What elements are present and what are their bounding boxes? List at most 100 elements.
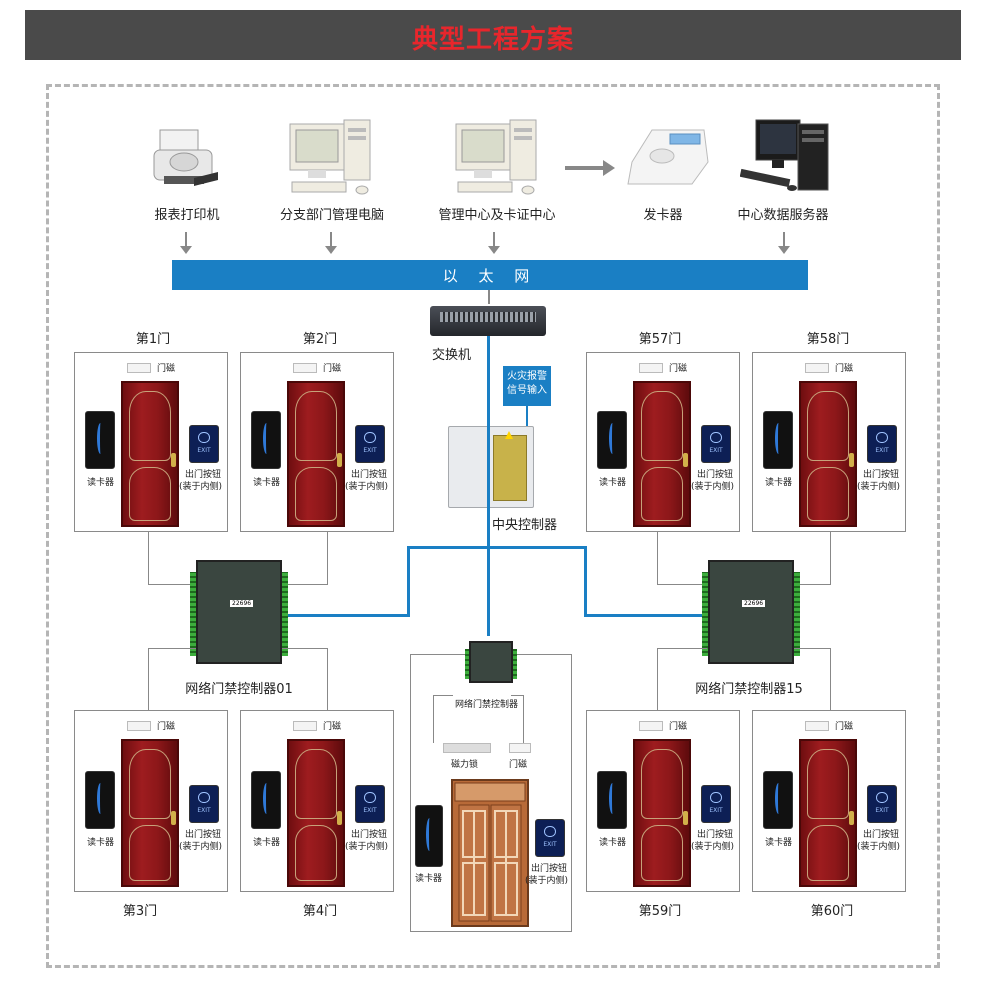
wire: [657, 584, 707, 585]
door-60-panel: 门磁 读卡器 EXIT 出门按钮 (装于内侧): [752, 710, 906, 892]
network-switch-icon: [430, 306, 546, 336]
diagram-frame: [46, 84, 940, 968]
wire: [282, 584, 328, 585]
exit-button-note: (装于内侧): [179, 482, 223, 492]
branch-pc-icon: [282, 118, 382, 198]
wire: [830, 648, 831, 710]
printer-icon: [150, 122, 222, 194]
magnet-label: 门磁: [157, 722, 176, 732]
exit-button-icon: EXIT: [189, 425, 219, 463]
door-1-panel: 门磁 读卡器 EXIT 出门按钮 (装于内侧): [74, 352, 228, 532]
fire-alarm-link: [526, 406, 528, 428]
reader-label: 读卡器: [599, 478, 627, 488]
exit-button-label: 出门按钮: [185, 470, 222, 480]
door-59-label: 第59门: [638, 904, 682, 919]
wire: [657, 532, 658, 584]
wire: [830, 532, 831, 584]
door-59-panel: 门磁 读卡器 EXIT 出门按钮 (装于内侧): [586, 710, 740, 892]
ethernet-bar: 以 太 网: [172, 260, 808, 290]
magnet-label: 门磁: [157, 364, 176, 374]
door-icon: [121, 381, 179, 527]
exit-button-label: 出门按钮: [863, 470, 900, 480]
exit-button-note: (装于内侧): [691, 482, 735, 492]
center-reader-label: 读卡器: [415, 874, 443, 884]
arrow-shaft: [783, 232, 785, 246]
exit-button-icon: EXIT: [701, 425, 731, 463]
wire: [148, 648, 149, 710]
door-icon: [633, 381, 691, 527]
door-57-panel: 门磁 读卡器 EXIT 出门按钮 (装于内侧): [586, 352, 740, 532]
fire-alarm-input: 火灾报警 信号输入: [503, 366, 551, 406]
exit-button-icon: EXIT: [355, 785, 385, 823]
bus-horizontal: [407, 546, 587, 549]
door-icon: [287, 381, 345, 527]
door-4-label: 第4门: [302, 904, 338, 919]
bus-left-drop: [407, 546, 410, 616]
door-magnet-icon: [293, 363, 317, 373]
switch-ports: [440, 312, 536, 322]
wire: [794, 584, 831, 585]
magnet-label: 门磁: [669, 722, 688, 732]
bus-right-drop: [584, 546, 587, 616]
card-issuer-label: 发卡器: [643, 208, 683, 223]
magnet-label: 门磁: [835, 364, 854, 374]
switch-label: 交换机: [432, 348, 472, 363]
door-magnet-icon: [805, 363, 829, 373]
exit-button-note: (装于内侧): [345, 482, 389, 492]
wire: [511, 695, 524, 696]
exit-button-note: (装于内侧): [691, 842, 735, 852]
switch-link: [488, 290, 490, 304]
wire: [282, 648, 328, 649]
exit-button-note: (装于内侧): [345, 842, 389, 852]
page-title: 典型工程方案: [411, 25, 574, 55]
printer-label: 报表打印机: [154, 208, 220, 223]
door-magnet-icon: [127, 721, 151, 731]
wire: [327, 648, 328, 710]
access-controller-15-icon: 22696: [702, 560, 800, 664]
bus-vertical: [487, 336, 490, 636]
branch-pc-label: 分支部门管理电脑: [279, 208, 385, 223]
door-3-label: 第3门: [122, 904, 158, 919]
reader-label: 读卡器: [87, 478, 115, 488]
mgmt-center-label: 管理中心及卡证中心: [438, 208, 556, 223]
magnet-label: 门磁: [323, 722, 342, 732]
mgmt-pc-icon: [448, 118, 548, 198]
card-reader-icon: [85, 771, 115, 829]
door-2-label: 第2门: [302, 332, 338, 347]
center-exit-note: (装于内侧): [525, 876, 569, 886]
center-magnet-label: 门磁: [509, 760, 528, 770]
door-60-label: 第60门: [810, 904, 854, 919]
bus-left-feed: [282, 614, 410, 617]
exit-button-note: (装于内侧): [857, 842, 901, 852]
card-reader-icon: [763, 411, 793, 469]
wire: [327, 532, 328, 584]
fire-alarm-line1: 火灾报警: [507, 371, 547, 382]
door-icon: [287, 739, 345, 887]
wire: [523, 695, 524, 743]
wire: [433, 695, 453, 696]
door-magnet-icon: [639, 721, 663, 731]
reader-label: 读卡器: [599, 838, 627, 848]
arrow-down-icon: [325, 246, 337, 254]
arrow-right-icon: [565, 160, 615, 176]
exit-button-note: (装于内侧): [857, 482, 901, 492]
card-reader-icon: [597, 771, 627, 829]
reader-label: 读卡器: [765, 838, 793, 848]
center-door-panel: 网络门禁控制器 磁力锁 门磁 读卡器 EXIT 出门按钮 (装于内侧): [410, 641, 572, 932]
reader-label: 读卡器: [253, 478, 281, 488]
bus-right-feed: [584, 614, 704, 617]
center-controller-label: 网络门禁控制器: [455, 700, 519, 710]
exit-button-label: 出门按钮: [697, 830, 734, 840]
exit-button-icon: EXIT: [355, 425, 385, 463]
exit-button-icon: EXIT: [701, 785, 731, 823]
door-3-panel: 门磁 读卡器 EXIT 出门按钮 (装于内侧): [74, 710, 228, 892]
exit-button-icon: EXIT: [189, 785, 219, 823]
exit-button-label: 出门按钮: [697, 470, 734, 480]
door-icon: [633, 739, 691, 887]
magnet-label: 门磁: [669, 364, 688, 374]
door-magnet-icon: [639, 363, 663, 373]
door-2-panel: 门磁 读卡器 EXIT 出门按钮 (装于内侧): [240, 352, 394, 532]
fire-alarm-line2: 信号输入: [507, 385, 547, 396]
door-magnet-icon: [293, 721, 317, 731]
wire: [433, 695, 434, 743]
